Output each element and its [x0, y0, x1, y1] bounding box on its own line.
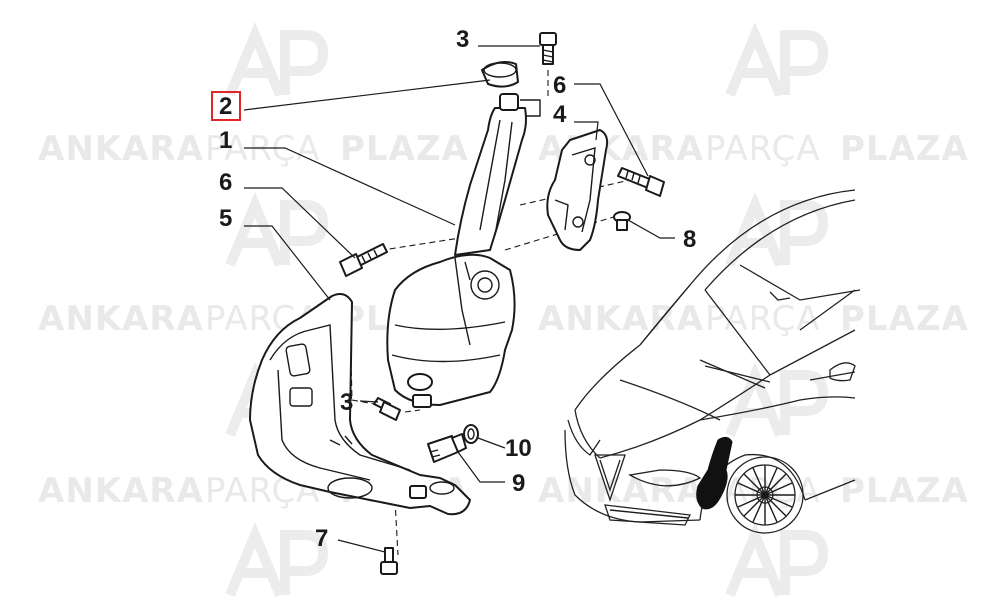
side-bracket-part [546, 129, 609, 251]
leader-lines [243, 45, 675, 553]
callout-9: 9 [512, 470, 525, 497]
pump-connector-9 [427, 433, 467, 463]
callout-6-left: 6 [219, 169, 232, 196]
watermark-brand-mid: PARÇA [705, 129, 821, 169]
watermark-brand-right: PLAZA [840, 129, 969, 169]
bolt-6-right [617, 167, 665, 197]
watermark-brand-left: ANKARA [38, 129, 204, 169]
callout-1: 1 [219, 127, 232, 154]
bolt-7 [380, 547, 398, 575]
callout-3-top: 3 [456, 26, 469, 53]
reservoir-cap-part [481, 61, 519, 88]
seal-ring-10 [463, 424, 479, 444]
assembly-guide-lines [349, 70, 631, 556]
reservoir-location-marker [696, 436, 733, 510]
watermark-brand-left: ANKARA [538, 299, 704, 339]
callout-2: 2 [219, 93, 232, 120]
callout-2-highlight-box [211, 91, 241, 121]
mounting-bracket-part [249, 293, 471, 516]
callout-5: 5 [219, 205, 232, 232]
screw-8 [613, 211, 631, 231]
watermark-row-3: ANKARA PARÇA PLAZA ANKARA PARÇA PLAZA [38, 471, 969, 511]
callout-4: 4 [553, 101, 567, 128]
watermark-brand-mid: PARÇA [705, 299, 821, 339]
washer-reservoir-part [386, 93, 541, 408]
watermark-brand-left: ANKARA [538, 471, 704, 511]
callout-10: 10 [505, 435, 532, 462]
watermark-brand-left: ANKARA [38, 471, 204, 511]
callout-7: 7 [315, 525, 328, 552]
callout-3-middle: 3 [340, 389, 353, 416]
callout-6-right: 6 [553, 72, 566, 99]
callout-labels: 3 2 1 6 4 6 5 8 3 10 9 7 [219, 26, 696, 552]
bolt-3-middle [373, 397, 401, 421]
bolt-6-left [339, 243, 388, 277]
callout-8: 8 [683, 226, 696, 253]
watermark-brand-right: PLAZA [840, 299, 969, 339]
car-outline-illustration [564, 189, 861, 534]
watermark-brand-right: PLAZA [840, 471, 969, 511]
watermark-brand-mid: PARÇA [205, 129, 321, 169]
bolt-3-top [539, 32, 557, 65]
watermark-brand-right: PLAZA [340, 129, 469, 169]
watermark-brand-left: ANKARA [38, 299, 204, 339]
